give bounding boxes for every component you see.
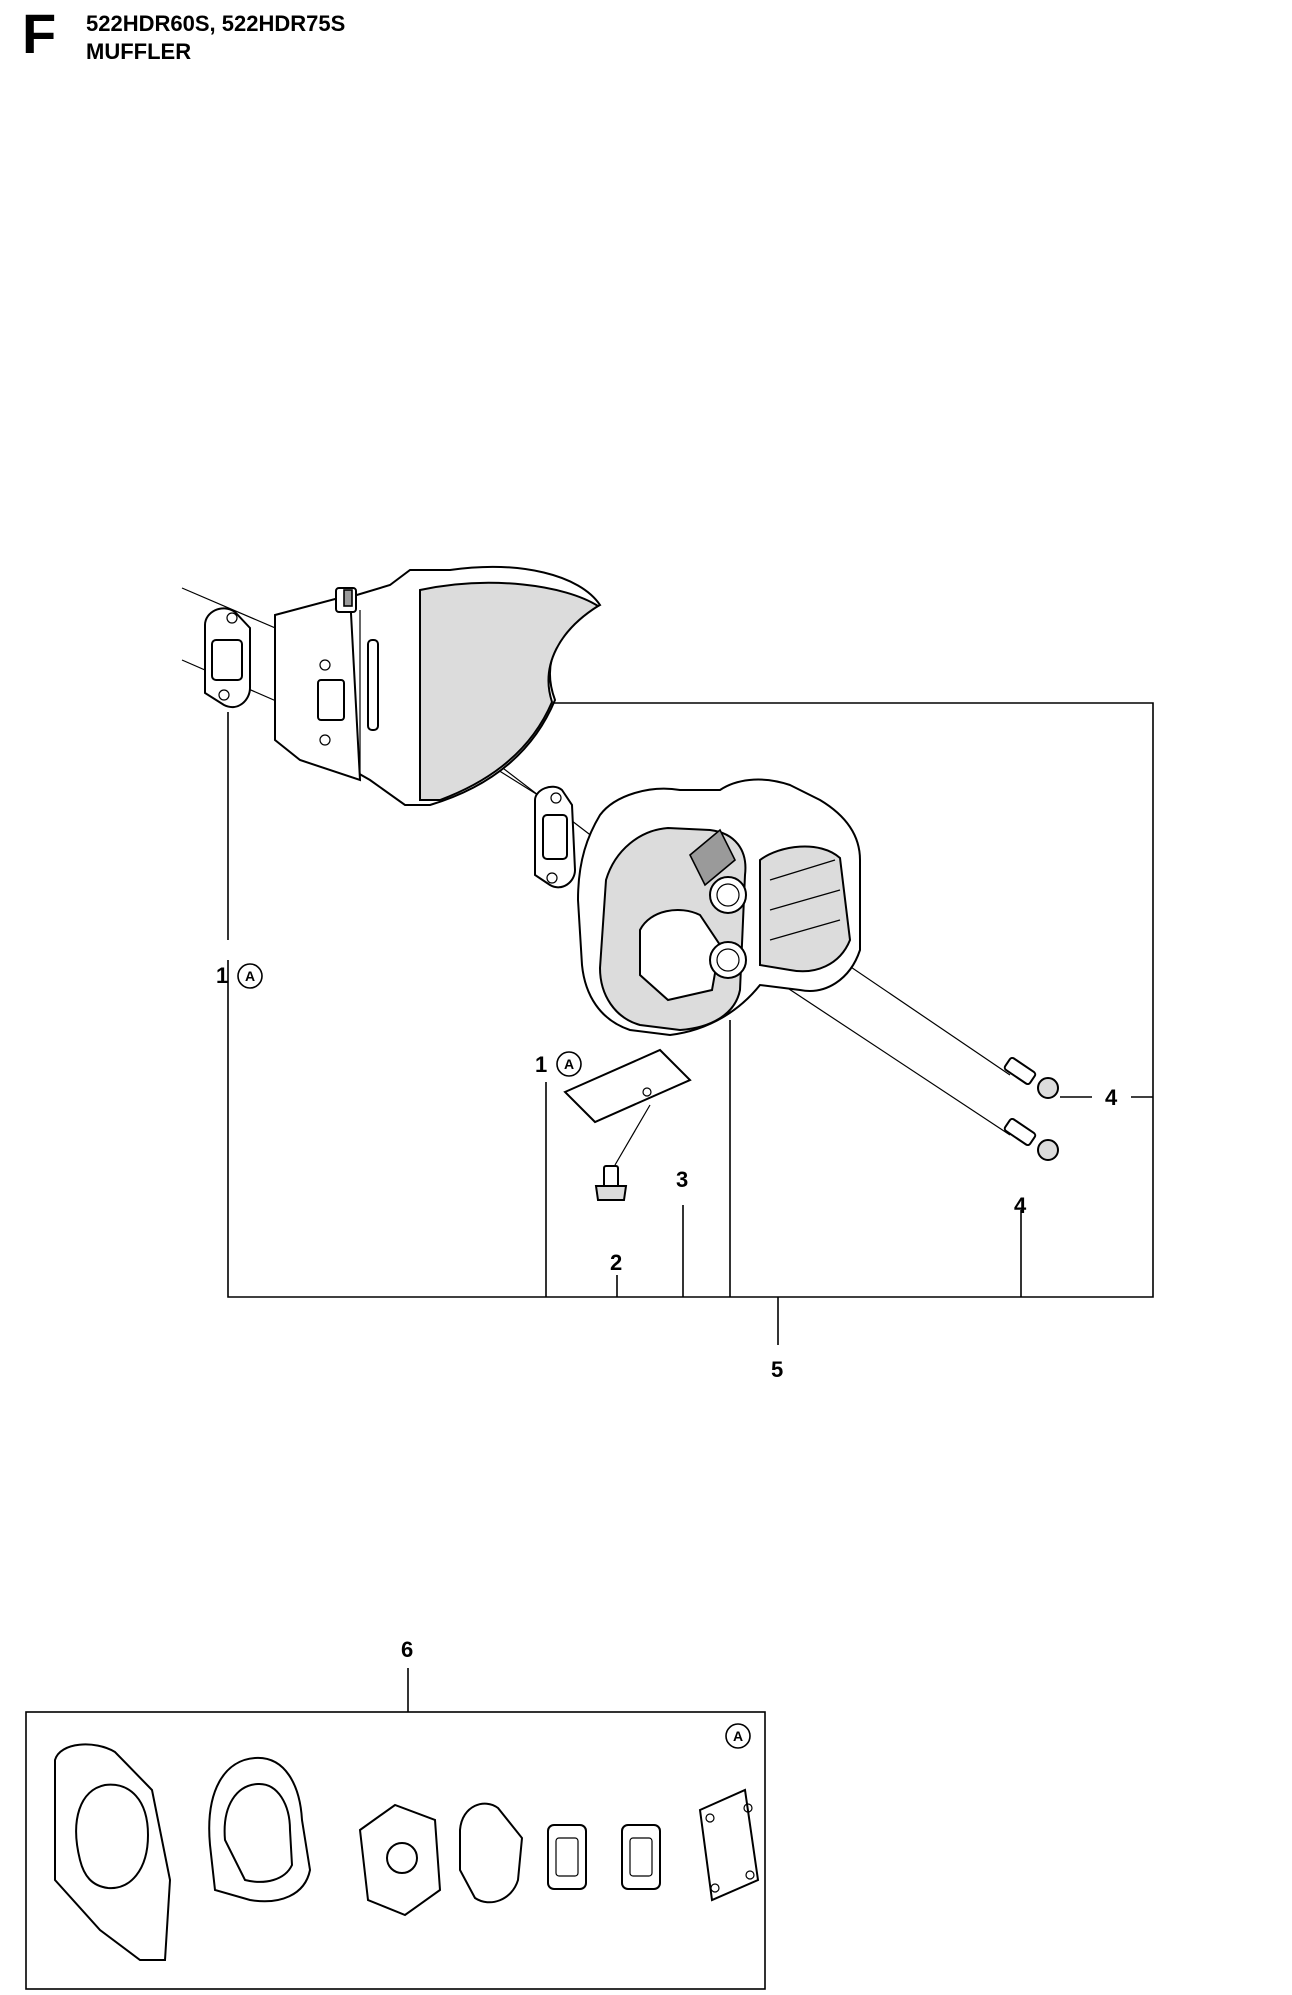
callout-2: 2 [610, 1250, 622, 1275]
gasket-left [204, 607, 251, 708]
callout-1-center: 1 [535, 1052, 547, 1077]
callout-1-left: 1 [216, 963, 228, 988]
assembly-frame-lines [227, 702, 1154, 1345]
callout-6: 6 [401, 1637, 413, 1662]
gasket-center [534, 785, 577, 889]
callout-5: 5 [771, 1357, 783, 1382]
kit-badge-box-label: A [733, 1728, 743, 1744]
callout-4-upper: 4 [1105, 1085, 1118, 1110]
callout-4-lower: 4 [1014, 1193, 1027, 1218]
kit-badge-center-label: A [564, 1056, 574, 1072]
bolt-upper [1003, 1056, 1059, 1099]
gasket-kit-box [25, 1711, 766, 1990]
heat-shield [274, 565, 602, 806]
kit-badge-left-label: A [245, 968, 255, 984]
screw [594, 1165, 628, 1201]
kit-badge-left [237, 963, 263, 989]
spark-arrestor-plate [563, 1048, 692, 1124]
callout-3: 3 [676, 1167, 688, 1192]
muffler-body [576, 778, 861, 1037]
kit-badge-box [725, 1723, 751, 1749]
kit-badge-center [556, 1051, 582, 1077]
bolt-lower [1003, 1117, 1059, 1161]
page-title: MUFFLER [86, 39, 192, 64]
model-numbers: 522HDR60S, 522HDR75S [86, 11, 346, 36]
section-letter: F [22, 2, 57, 65]
